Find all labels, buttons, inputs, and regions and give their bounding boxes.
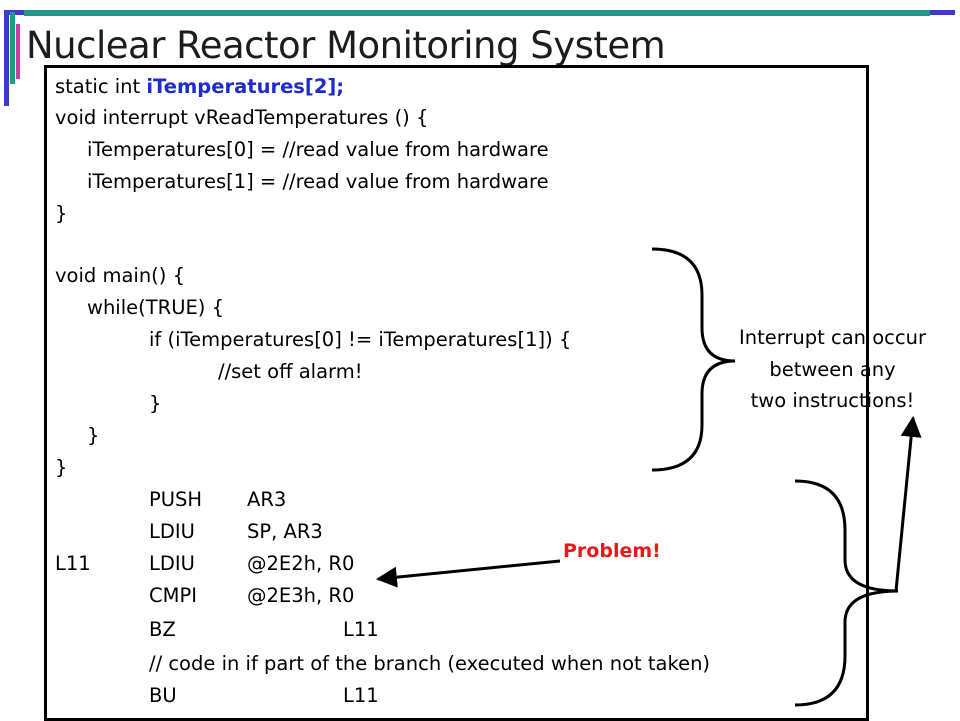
slide-title: Nuclear Reactor Monitoring System (26, 24, 666, 67)
note-line: two instructions! (750, 389, 915, 412)
note-arrow (894, 415, 922, 592)
code-line: void main() { (55, 264, 186, 287)
code-line: //set off alarm! (218, 360, 363, 383)
asm-label: L11 (55, 552, 91, 575)
code-line: iTemperatures[1] = //read value from har… (87, 170, 549, 193)
asm-args: @2E3h, R0 (247, 584, 355, 607)
frame-top-accent-bar (24, 10, 930, 16)
asm-opcode: BU (149, 684, 177, 707)
code-line: } (55, 456, 68, 479)
asm-comment: // code in if part of the branch (execut… (149, 652, 711, 675)
asm-opcode: BZ (149, 618, 176, 641)
code-line: iTemperatures[0] = //read value from har… (87, 138, 549, 161)
asm-args: L11 (343, 684, 379, 707)
asm-opcode: LDIU (149, 520, 195, 543)
code-line: void interrupt vReadTemperatures () { (55, 106, 429, 129)
asm-opcode: CMPI (149, 584, 197, 607)
frame-left-highlight-bar (16, 24, 20, 79)
code-line: } (87, 424, 100, 447)
code-line: } (55, 202, 68, 225)
declaration-prefix: static int (55, 75, 147, 98)
asm-args: SP, AR3 (247, 520, 323, 543)
problem-label: Problem! (563, 540, 661, 562)
note-line: between any (769, 357, 896, 381)
code-line: if (iTemperatures[0] != iTemperatures[1]… (149, 328, 572, 351)
asm-args: @2E2h, R0 (247, 552, 355, 575)
interrupt-note: Interrupt can occur between any two inst… (705, 322, 960, 417)
asm-args: AR3 (247, 488, 287, 511)
declaration-variable: iTemperatures[2]; (146, 75, 345, 98)
asm-opcode: PUSH (149, 488, 203, 511)
asm-args: L11 (343, 618, 379, 641)
code-line: while(TRUE) { (87, 296, 225, 319)
frame-left-bar (4, 10, 9, 106)
code-line-declaration: static int iTemperatures[2]; (55, 71, 344, 102)
note-line: Interrupt can occur (738, 326, 926, 349)
code-line: } (149, 392, 162, 415)
asm-opcode: LDIU (149, 552, 195, 575)
frame-left-accent-bar (10, 12, 15, 84)
